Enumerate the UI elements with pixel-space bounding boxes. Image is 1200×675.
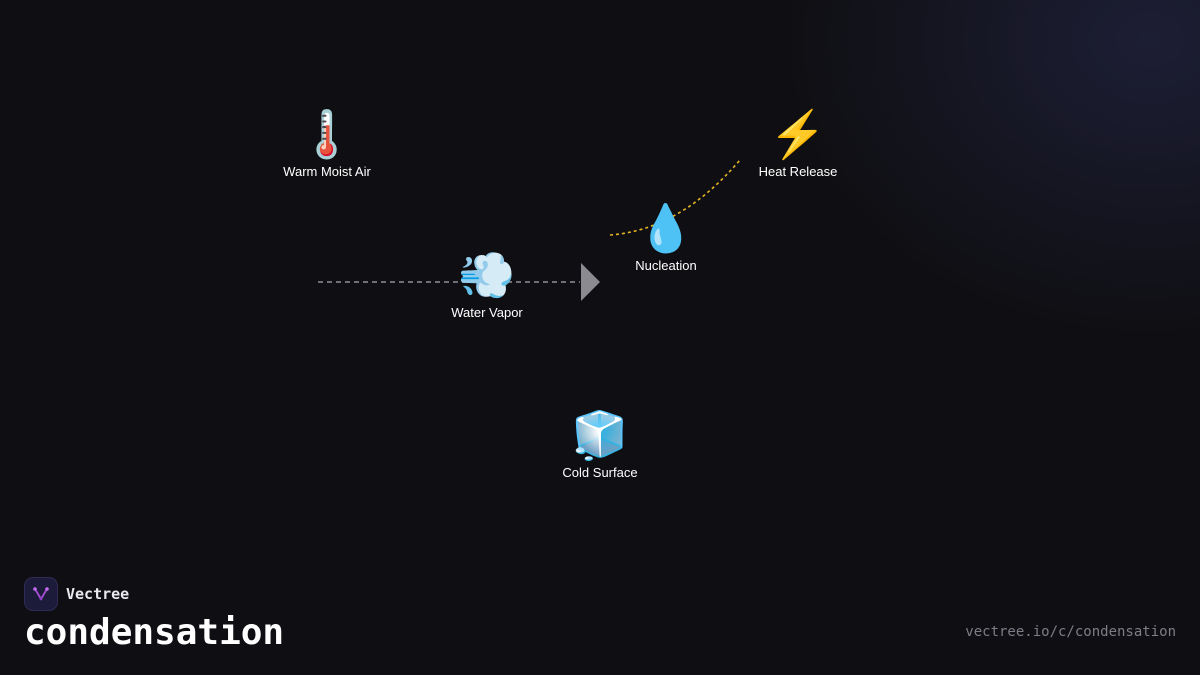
ice-cube-icon: 🧊 <box>571 409 629 461</box>
edge-arrowhead <box>581 263 600 301</box>
node-warm-moist-air[interactable]: 🌡️ Warm Moist Air <box>237 108 417 179</box>
lightning-icon: ⚡ <box>769 108 827 160</box>
wind-icon: 💨 <box>458 249 516 301</box>
droplet-icon: 💧 <box>637 202 695 254</box>
brand-name: Vectree <box>66 585 130 603</box>
thermometer-icon: 🌡️ <box>298 108 356 160</box>
node-label: Water Vapor <box>451 305 523 320</box>
node-label: Nucleation <box>635 258 697 273</box>
vectree-logo-icon <box>24 577 58 611</box>
node-nucleation[interactable]: 💧 Nucleation <box>576 202 756 273</box>
page-title: condensation <box>24 612 285 653</box>
node-heat-release[interactable]: ⚡ Heat Release <box>708 108 888 179</box>
node-label: Warm Moist Air <box>283 164 371 179</box>
brand[interactable]: Vectree <box>24 577 129 611</box>
page-url[interactable]: vectree.io/c/condensation <box>965 624 1176 640</box>
node-label: Cold Surface <box>562 465 638 480</box>
node-water-vapor[interactable]: 💨 Water Vapor <box>397 249 577 320</box>
edge-nucleation-to-heat-release <box>609 159 741 236</box>
node-cold-surface[interactable]: 🧊 Cold Surface <box>510 409 690 480</box>
node-label: Heat Release <box>758 164 838 179</box>
